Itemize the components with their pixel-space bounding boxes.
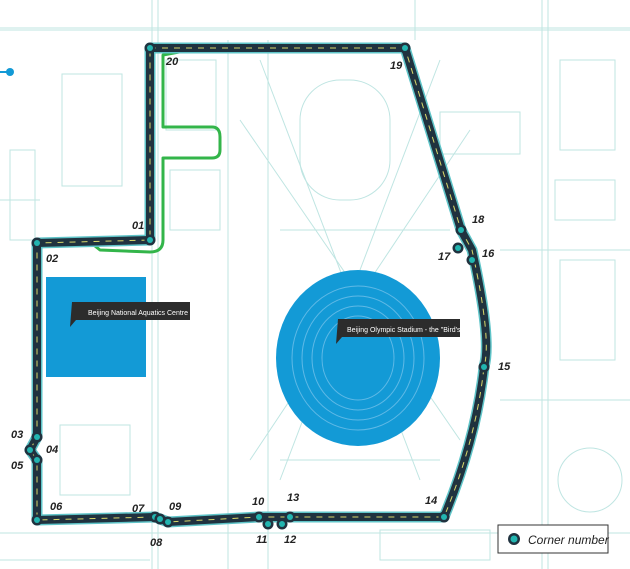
stadium-ring [311, 305, 405, 411]
corner-number-12: 12 [284, 534, 296, 546]
aquatics-label-text: Beijing National Aquatics Centre [88, 310, 188, 317]
building-outline [9, 149, 36, 241]
stadium-track-rings [291, 285, 425, 431]
building-outline [61, 73, 123, 187]
corner-marker-core-19 [402, 45, 408, 51]
birds-nest-stadium [276, 270, 440, 446]
stadium-ring [301, 295, 415, 421]
corner-marker-core-03 [34, 434, 40, 440]
label-tag-shape [336, 319, 460, 344]
corner-marker-core-04 [27, 447, 33, 453]
corner-marker-core-01 [147, 237, 153, 243]
stadium-ring [321, 315, 395, 401]
building-outline [559, 59, 616, 151]
corner-marker-core-12 [279, 521, 285, 527]
corner-number-09: 09 [169, 501, 182, 513]
roundabout-outline [557, 447, 623, 513]
stadium-field-outline [299, 79, 391, 201]
corner-number-13: 13 [287, 492, 299, 504]
building-outline [165, 59, 217, 131]
building-outline [439, 111, 521, 155]
corner-marker-core-11 [265, 521, 271, 527]
corner-marker-core-09 [157, 516, 163, 522]
legend: Corner number [497, 524, 610, 554]
corner-number-03: 03 [11, 429, 23, 441]
corner-number-01: 01 [132, 220, 144, 232]
corner-number-20: 20 [165, 56, 179, 68]
stadium-label-text: Beijing Olympic Stadium - the "Bird's Ne… [347, 327, 480, 334]
building-outline [59, 424, 131, 496]
corner-number-17: 17 [438, 251, 451, 263]
label-tag-shape [70, 302, 190, 327]
corner-markers: 01 02 03 04 05 06 07 08 09 10 11 12 13 14 15 16 17 18 19 20 [11, 42, 511, 549]
corner-marker-core-14 [441, 514, 447, 520]
corner-number-18: 18 [472, 214, 485, 226]
building-outline [379, 529, 491, 561]
corner-number-19: 19 [390, 60, 403, 72]
aquatics-label-tag: Beijing National Aquatics Centre [70, 302, 190, 327]
corner-number-15: 15 [498, 361, 511, 373]
corner-number-05: 05 [11, 460, 24, 472]
corner-marker-core-06 [34, 517, 40, 523]
aquatics-centre-block [46, 277, 146, 377]
corner-marker-core-13 [287, 514, 293, 520]
corner-number-14: 14 [425, 495, 437, 507]
corner-number-10: 10 [252, 496, 265, 508]
stadium-label-tag: Beijing Olympic Stadium - the "Bird's Ne… [336, 319, 480, 344]
corner-marker-core-17 [455, 245, 461, 251]
building-outline [169, 169, 221, 231]
legend-box [497, 524, 609, 554]
corner-marker-core-05 [34, 457, 40, 463]
corner-number-02: 02 [46, 253, 58, 265]
corner-marker-swatch-core [510, 535, 518, 543]
corner-number-16: 16 [482, 248, 495, 260]
corner-number-11: 11 [256, 534, 267, 546]
corner-marker-core-10 [256, 514, 262, 520]
corner-marker-core-15 [481, 364, 487, 370]
corner-number-06: 06 [50, 501, 63, 513]
corner-number-08: 08 [150, 537, 163, 549]
stadium-ring [291, 285, 425, 431]
legend-label: Corner number [528, 533, 610, 547]
corner-number-04: 04 [46, 444, 58, 456]
corner-marker-core-08 [165, 519, 171, 525]
corner-marker-core-20 [147, 45, 153, 51]
building-outline [559, 259, 616, 361]
corner-marker-core-18 [458, 227, 464, 233]
corner-marker-core-16 [469, 257, 475, 263]
corner-number-07: 07 [132, 503, 145, 515]
corner-marker-core-02 [34, 240, 40, 246]
building-outline [554, 179, 616, 221]
